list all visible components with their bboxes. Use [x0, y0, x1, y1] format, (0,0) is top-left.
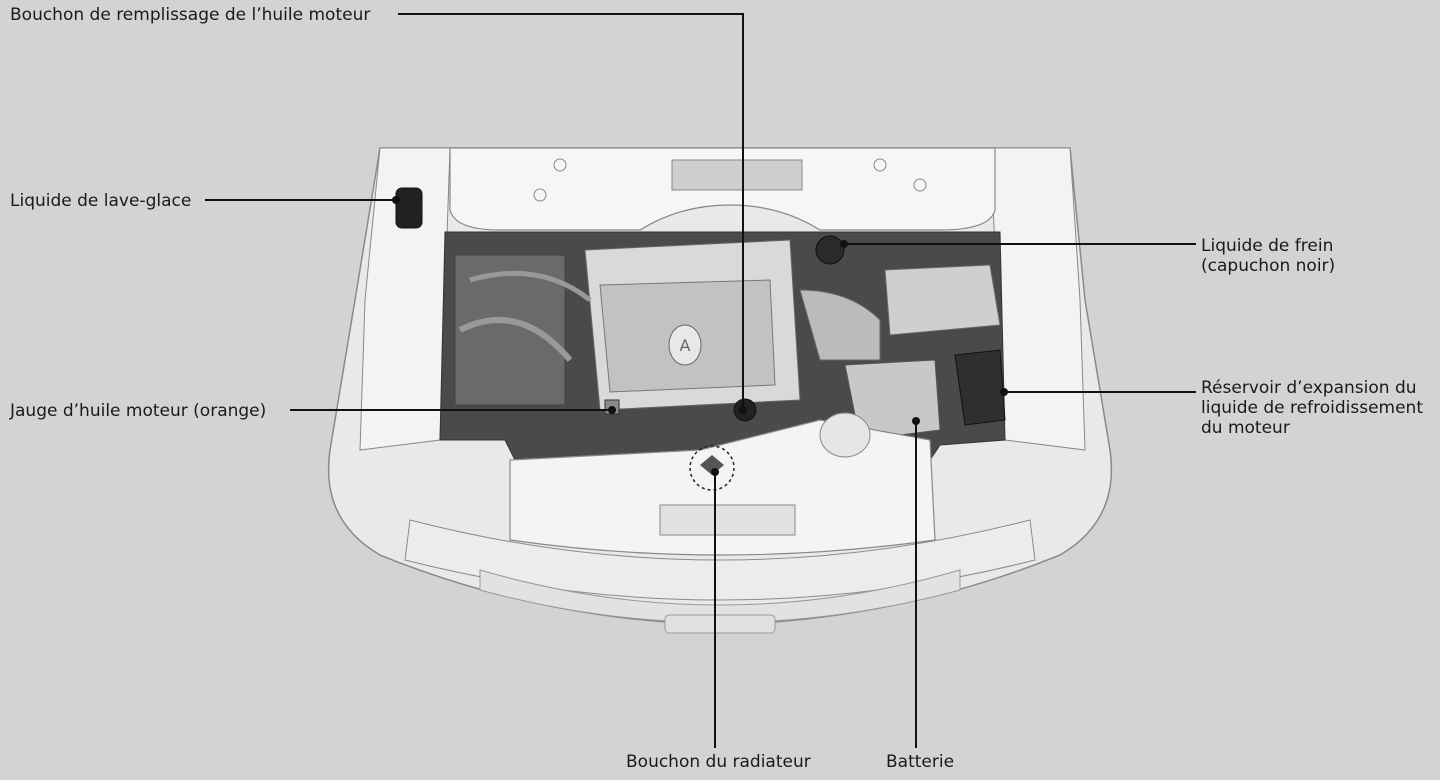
leader-dot-brake-fluid	[840, 240, 848, 248]
label-washer-fluid-text: Liquide de lave-glace	[10, 191, 192, 211]
svg-text:A: A	[680, 336, 691, 355]
label-oil-dipstick-text: Jauge d’huile moteur (orange)	[10, 401, 267, 421]
leader-dot-battery	[912, 417, 920, 425]
label-coolant-line-2: liquide de refroidissement	[1201, 398, 1423, 418]
label-brake-fluid-line-1: Liquide de frein	[1201, 236, 1334, 256]
label-battery-text: Batterie	[886, 752, 955, 772]
label-coolant-line-1: Réservoir d’expansion du	[1201, 378, 1417, 398]
leader-dot-radiator-cap	[711, 468, 719, 476]
label-radiator-cap: Bouchon du radiateur	[626, 752, 811, 772]
leader-dot-washer-fluid	[392, 196, 400, 204]
cowl-panel	[449, 147, 996, 231]
leader-dot-oil-dipstick	[608, 406, 616, 414]
label-battery: Batterie	[886, 752, 954, 772]
label-oil-filler-cap-text: Bouchon de remplissage de l’huile moteur	[10, 5, 371, 25]
label-oil-dipstick: Jauge d’huile moteur (orange)	[10, 401, 266, 421]
radiator-shroud	[509, 412, 936, 556]
leader-oil-filler-cap	[398, 13, 744, 410]
leader-lines	[205, 13, 1196, 748]
leader-dot-coolant-reservoir	[1000, 388, 1008, 396]
engine-bay: A	[395, 187, 1006, 461]
label-brake-fluid-line-2: (capuchon noir)	[1201, 256, 1336, 276]
label-coolant-line-3: du moteur	[1201, 418, 1290, 438]
label-coolant-reservoir: Réservoir d’expansion du liquide de refr…	[1201, 378, 1423, 438]
label-oil-filler-cap: Bouchon de remplissage de l’huile moteur	[10, 5, 370, 25]
label-brake-fluid: Liquide de frein (capuchon noir)	[1201, 236, 1335, 276]
label-radiator-cap-text: Bouchon du radiateur	[626, 752, 811, 772]
label-washer-fluid: Liquide de lave-glace	[10, 191, 191, 211]
leader-dot-oil-filler-cap	[739, 406, 747, 414]
